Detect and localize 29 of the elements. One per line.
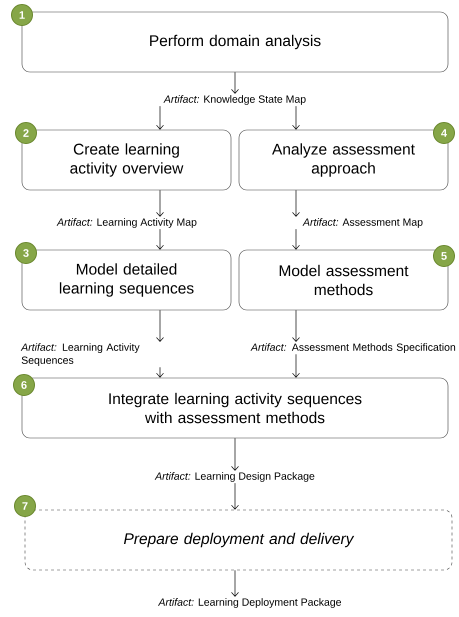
artifact-label: Artifact: Learning Deployment Package: [158, 598, 342, 608]
arrow: [156, 310, 164, 342]
arrow: [292, 310, 300, 342]
step-badge: 2: [15, 122, 37, 144]
arrow: [156, 190, 164, 217]
artifact-label: Artifact: Learning Activity Sequences: [20, 343, 140, 366]
arrow: [231, 438, 239, 471]
arrow: [231, 482, 239, 510]
artifact-label: Artifact: Assessment Methods Specification: [250, 343, 456, 353]
arrow: [292, 354, 300, 378]
artifact-label: Artifact: Learning Activity Map: [56, 218, 196, 228]
step-badge: 6: [13, 374, 35, 396]
arrow: [156, 106, 164, 130]
step-badge: 3: [15, 242, 37, 264]
step-badge: 4: [433, 122, 455, 144]
artifact-label: Artifact: Assessment Map: [302, 218, 423, 228]
artifact-label: Artifact: Knowledge State Map: [163, 95, 306, 105]
arrow: [292, 190, 300, 217]
arrow: [292, 228, 300, 250]
step-badge: 1: [11, 4, 33, 26]
arrow: [292, 106, 300, 130]
process-box: Prepare deployment and delivery: [24, 510, 452, 570]
step-badge: 7: [14, 495, 36, 517]
arrow: [231, 570, 239, 597]
arrow: [156, 228, 164, 250]
arrow: [231, 72, 239, 94]
step-badge: 5: [433, 245, 455, 267]
arrow: [156, 366, 164, 378]
artifact-label: Artifact: Learning Design Package: [154, 472, 314, 482]
